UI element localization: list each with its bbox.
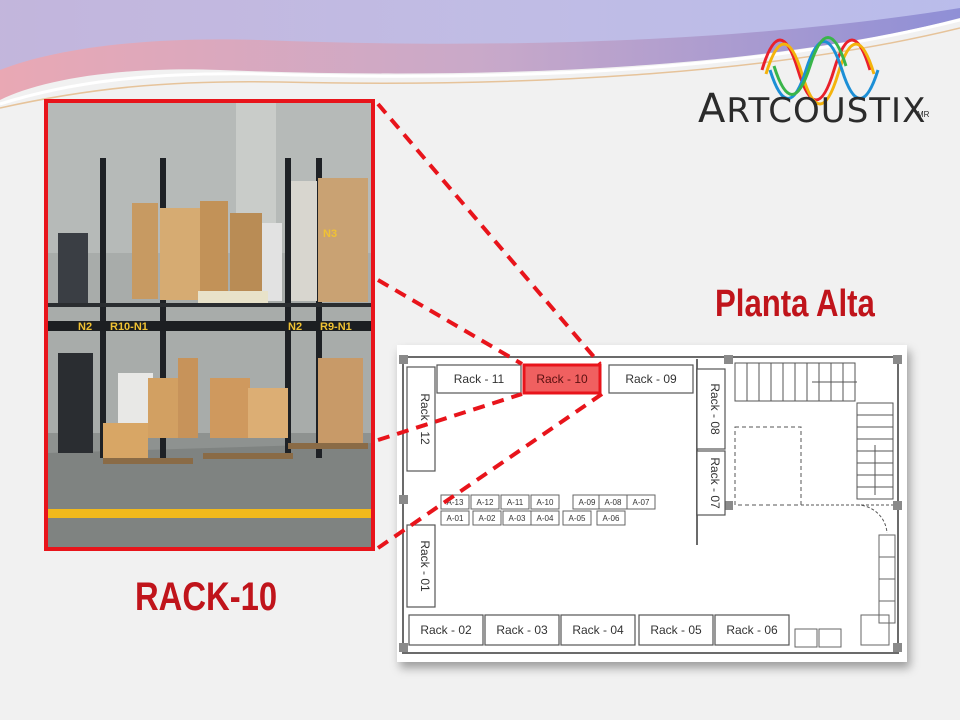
rack-photo: N2 R10-N1 N2 R9-N1 N3: [48, 103, 371, 547]
shelf-a11[interactable]: A-11: [500, 494, 530, 510]
svg-text:A-01: A-01: [447, 514, 464, 523]
plan-title: Planta Alta: [715, 283, 875, 325]
svg-text:Rack - 05: Rack - 05: [650, 623, 702, 637]
svg-text:A-08: A-08: [605, 498, 622, 507]
rack-label: Rack - 10: [536, 372, 588, 386]
rack-label: Rack - 09: [625, 372, 677, 386]
svg-text:A-02: A-02: [479, 514, 496, 523]
rack-label: Rack - 08: [708, 383, 722, 435]
shelf-a05[interactable]: A-05: [562, 510, 592, 526]
svg-text:A-11: A-11: [507, 498, 524, 507]
svg-text:A-09: A-09: [579, 498, 596, 507]
rack-label: Rack - 11: [454, 372, 505, 386]
svg-text:A-05: A-05: [569, 514, 586, 523]
rack-10-highlighted[interactable]: Rack - 10: [522, 363, 602, 395]
rack-06[interactable]: Rack - 06: [714, 614, 790, 646]
shelf-a04[interactable]: A-04: [530, 510, 560, 526]
svg-text:Rack - 06: Rack - 06: [726, 623, 778, 637]
rack-label: Rack - 01: [418, 540, 432, 592]
rack-07[interactable]: Rack - 07: [696, 450, 726, 516]
brand-mark: MR: [917, 110, 930, 119]
beam-label: R9-N1: [320, 321, 352, 333]
rack-09[interactable]: Rack - 09: [608, 364, 694, 394]
rack-08[interactable]: Rack - 08: [696, 368, 726, 450]
svg-text:A-03: A-03: [509, 514, 526, 523]
svg-text:A-13: A-13: [447, 498, 464, 507]
rack-caption: RACK-10: [135, 575, 278, 619]
header-banner: [0, 0, 960, 109]
shelf-a03[interactable]: A-03: [502, 510, 532, 526]
beam-label: N3: [323, 228, 337, 240]
shelf-a10[interactable]: A-10: [530, 494, 560, 510]
shelf-a06[interactable]: A-06: [596, 510, 626, 526]
rack-12[interactable]: Rack - 12: [406, 366, 436, 472]
rack-photo-frame: N2 R10-N1 N2 R9-N1 N3: [44, 99, 375, 551]
svg-text:A-04: A-04: [537, 514, 554, 523]
shelf-a09[interactable]: A-09: [572, 494, 602, 510]
rack-11[interactable]: Rack - 11: [436, 364, 522, 394]
beam-label: N2: [78, 321, 92, 333]
beam-label: N2: [288, 321, 302, 333]
shelf-a08[interactable]: A-08: [598, 494, 628, 510]
shelf-a01[interactable]: A-01: [440, 510, 470, 526]
shelf-a12[interactable]: A-12: [470, 494, 500, 510]
rack-02[interactable]: Rack - 02: [408, 614, 484, 646]
floor-plan: Rack - 11 Rack - 10 Rack - 09 Rack - 12 …: [397, 345, 907, 662]
shelf-a02[interactable]: A-02: [472, 510, 502, 526]
shelf-a07[interactable]: A-07: [626, 494, 656, 510]
svg-text:Rack - 04: Rack - 04: [572, 623, 624, 637]
rack-01[interactable]: Rack - 01: [406, 524, 436, 608]
brand-name: ARTCOUSTIX: [698, 86, 927, 132]
svg-text:A-06: A-06: [603, 514, 620, 523]
beam-label: R10-N1: [110, 321, 148, 333]
svg-text:Rack - 02: Rack - 02: [420, 623, 472, 637]
svg-text:A-07: A-07: [633, 498, 650, 507]
rack-05[interactable]: Rack - 05: [638, 614, 714, 646]
rack-label: Rack - 12: [418, 393, 432, 445]
shelf-a13[interactable]: A-13: [440, 494, 470, 510]
svg-text:Rack - 03: Rack - 03: [496, 623, 548, 637]
rack-label: Rack - 07: [708, 457, 722, 509]
rack-03[interactable]: Rack - 03: [484, 614, 560, 646]
logo-wave-icon: [760, 36, 880, 106]
svg-text:A-10: A-10: [537, 498, 554, 507]
svg-text:A-12: A-12: [477, 498, 494, 507]
rack-04[interactable]: Rack - 04: [560, 614, 636, 646]
